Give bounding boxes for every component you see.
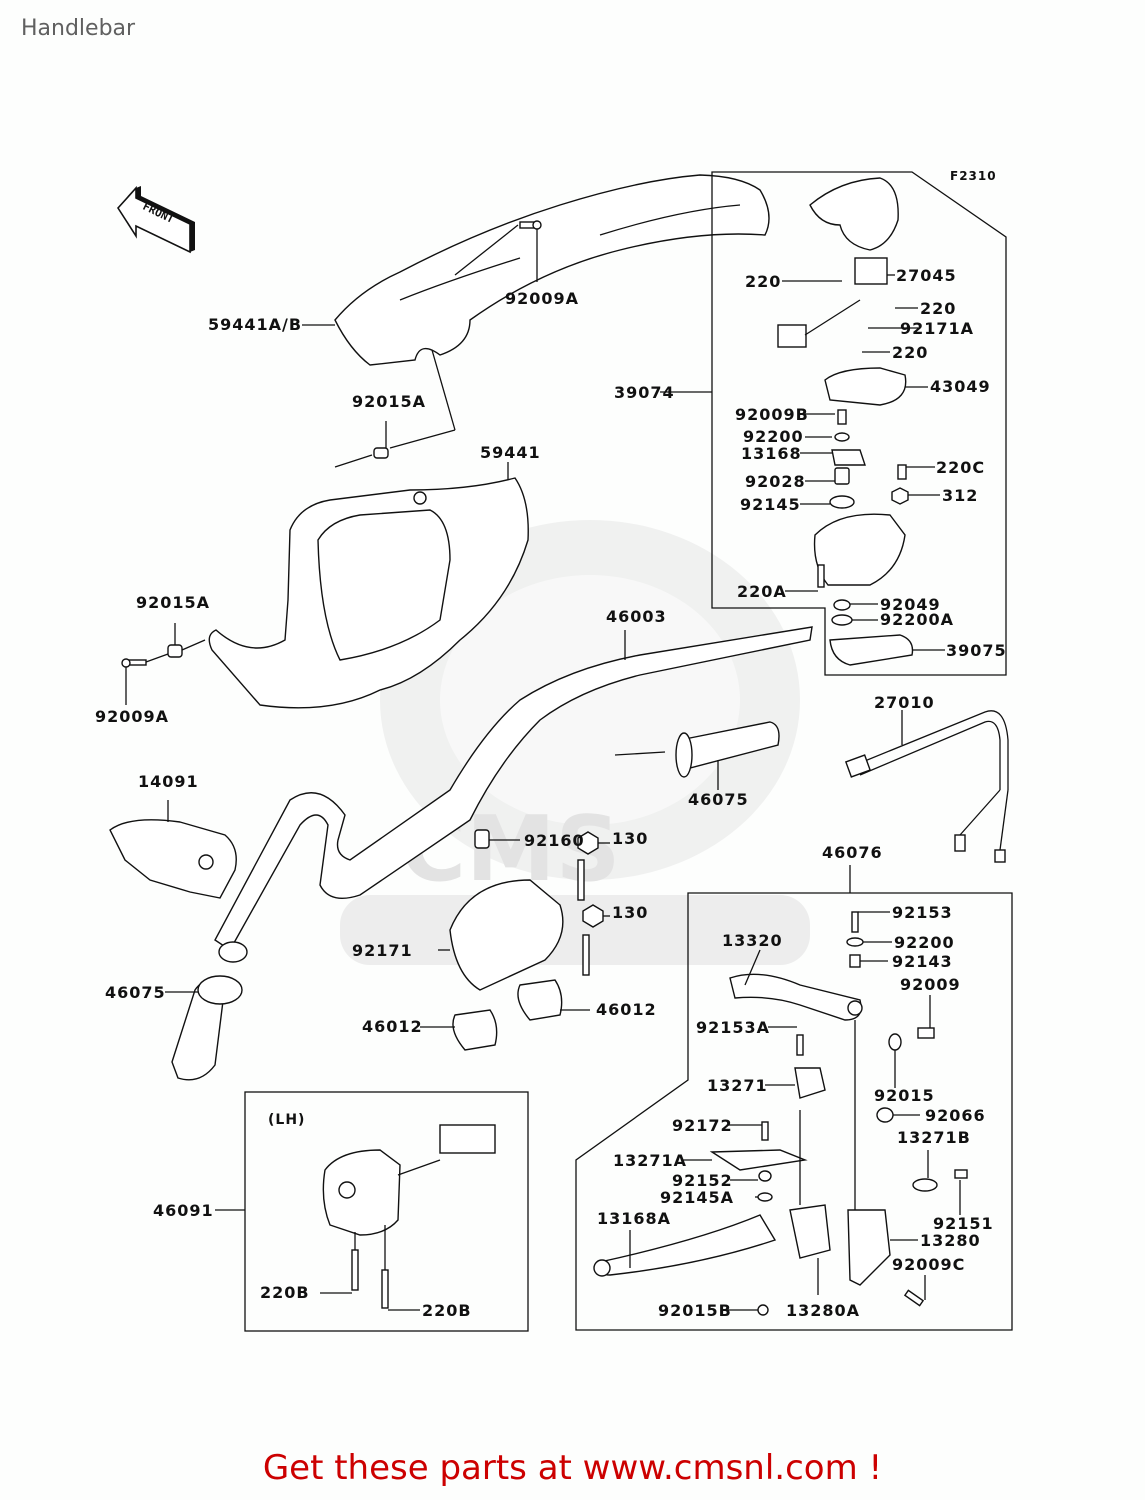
- label-92049: 92049: [880, 595, 941, 614]
- label-46075-right: 46075: [688, 790, 749, 809]
- label-92009: 92009: [900, 975, 961, 994]
- label-92151: 92151: [933, 1214, 994, 1233]
- label-59441ab: 59441A/B: [208, 315, 302, 334]
- label-46003: 46003: [606, 607, 667, 626]
- label-92172: 92172: [672, 1116, 733, 1135]
- label-220-c: 220: [892, 343, 928, 362]
- label-220c: 220C: [936, 458, 985, 477]
- lever-parts: [593, 911, 968, 1316]
- label-13271a: 13271A: [613, 1151, 687, 1170]
- label-13271: 13271: [707, 1076, 768, 1095]
- cover-14091: [109, 800, 237, 899]
- label-220a: 220A: [737, 582, 787, 601]
- label-92028: 92028: [745, 472, 806, 491]
- grip-right-46075: [614, 721, 780, 790]
- label-92009b: 92009B: [735, 405, 809, 424]
- box-46076: [575, 892, 1013, 1331]
- label-43049: 43049: [930, 377, 991, 396]
- bolt-130-icon: [577, 831, 610, 976]
- label-220-b: 220: [920, 299, 956, 318]
- collar-92015a-left-icon: [121, 623, 206, 705]
- label-59441: 59441: [480, 443, 541, 462]
- lever-leader-lines: [629, 911, 961, 1311]
- label-92171a: 92171A: [900, 319, 974, 338]
- label-130-b: 130: [612, 903, 648, 922]
- handlebar-46003: [214, 626, 813, 963]
- label-39075: 39075: [946, 641, 1007, 660]
- label-27010: 27010: [874, 693, 935, 712]
- page-title: Handlebar: [21, 16, 136, 41]
- bolt-92009a-top-icon: [454, 220, 542, 282]
- label-46012-b: 46012: [596, 1000, 657, 1019]
- label-220b-a: 220B: [260, 1283, 310, 1302]
- label-46076: 46076: [822, 843, 883, 862]
- label-13271b: 13271B: [897, 1128, 971, 1147]
- throttle-leader-lines: [782, 274, 945, 651]
- label-27045: 27045: [896, 266, 957, 285]
- label-13280: 13280: [920, 1231, 981, 1250]
- label-92009a-left: 92009A: [95, 707, 169, 726]
- label-92015a-left: 92015A: [136, 593, 210, 612]
- diagram-code: F2310: [950, 169, 997, 183]
- part-labels: 59441A/B 92009A 92015A 59441 92015A 9200…: [95, 266, 1007, 1320]
- handguard-59441: [208, 477, 529, 709]
- label-92143: 92143: [892, 952, 953, 971]
- label-92009c: 92009C: [892, 1255, 965, 1274]
- label-13280a: 13280A: [786, 1301, 860, 1320]
- label-92009a-top: 92009A: [505, 289, 579, 308]
- label-92145: 92145: [740, 495, 801, 514]
- box-39074: [711, 171, 1007, 676]
- label-312: 312: [942, 486, 978, 505]
- label-lh: (LH): [268, 1112, 305, 1128]
- clamp-46012: [420, 979, 590, 1051]
- label-220b-b: 220B: [422, 1301, 472, 1320]
- label-92200a: 92200A: [880, 610, 954, 629]
- label-46012-a: 46012: [362, 1017, 423, 1036]
- label-92015a-top: 92015A: [352, 392, 426, 411]
- handguard-cover: [334, 174, 770, 366]
- label-13168: 13168: [741, 444, 802, 463]
- label-220-a: 220: [745, 272, 781, 291]
- label-13168a: 13168A: [597, 1209, 671, 1228]
- cable-27010: [844, 710, 1009, 863]
- label-92171: 92171: [352, 941, 413, 960]
- call-to-action-link[interactable]: Get these parts at www.cmsnl.com !: [262, 1448, 883, 1488]
- label-92200-b: 92200: [894, 933, 955, 952]
- label-92015b: 92015B: [658, 1301, 732, 1320]
- label-39074: 39074: [614, 383, 675, 402]
- label-92145a: 92145A: [660, 1188, 734, 1207]
- label-13320: 13320: [722, 931, 783, 950]
- throttle-parts: [777, 177, 914, 666]
- label-46091: 46091: [153, 1201, 214, 1220]
- label-92015: 92015: [874, 1086, 935, 1105]
- label-46075-left: 46075: [105, 983, 166, 1002]
- label-92152: 92152: [672, 1171, 733, 1190]
- collar-92015a-icon: [334, 349, 456, 468]
- label-92153: 92153: [892, 903, 953, 922]
- label-92153a: 92153A: [696, 1018, 770, 1037]
- label-92160: 92160: [524, 831, 585, 850]
- label-92200: 92200: [743, 427, 804, 446]
- front-arrow-icon: FRONT: [116, 185, 195, 254]
- clamp-bracket-92171: [438, 829, 564, 991]
- box-lh-switch: [244, 1091, 529, 1332]
- label-92066: 92066: [925, 1106, 986, 1125]
- label-14091: 14091: [138, 772, 199, 791]
- label-130-a: 130: [612, 829, 648, 848]
- lh-switch-parts: [320, 1124, 496, 1311]
- grip-left-46075: [165, 975, 243, 1081]
